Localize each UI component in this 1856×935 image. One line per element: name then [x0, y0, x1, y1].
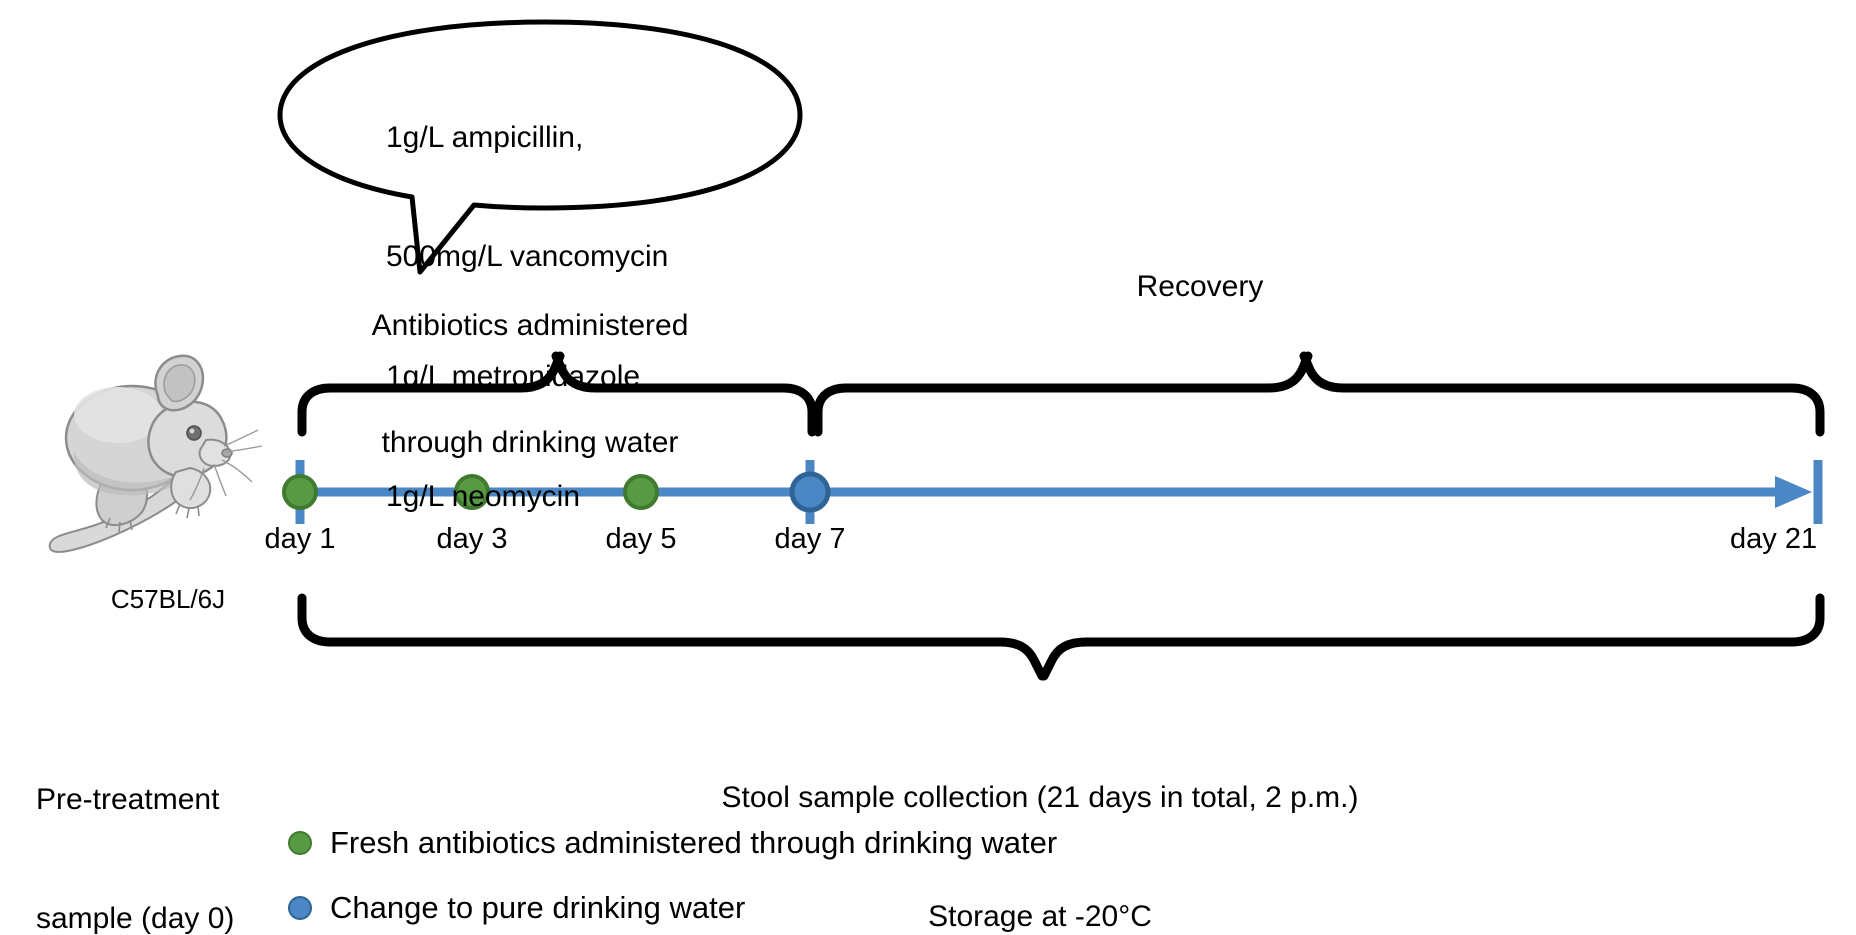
day-label-day-7: day 7	[774, 523, 846, 555]
mouse-illustration-icon	[48, 354, 263, 553]
stool-collection-brace	[297, 593, 1825, 681]
antibiotics-phase-label-line1: Antibiotics administered	[371, 309, 689, 342]
marker-day-7-blue	[789, 471, 831, 513]
dose-line-vancomycin: 500mg/L vancomycin	[386, 240, 669, 274]
legend-blue-label: Change to pure drinking water	[330, 890, 746, 925]
pre-treatment-sample-label: Pre-treatment sample (day 0)	[36, 700, 234, 935]
day-label-day-5: day 5	[605, 523, 677, 555]
timeline-axis	[295, 460, 1823, 524]
marker-day-5-green	[623, 474, 659, 510]
dose-line-neomycin: 1g/L neomycin	[386, 479, 581, 513]
antibiotics-phase-label-line2: through drinking water	[381, 426, 679, 459]
marker-day-3-green	[454, 474, 490, 510]
mouse-strain-label: C57BL/6J	[110, 584, 226, 614]
day-label-day-3: day 3	[436, 523, 508, 555]
legend-item-blue: Change to pure drinking water	[288, 890, 745, 926]
marker-day-1-green	[282, 474, 318, 510]
antibiotics-speech-bubble	[277, 19, 803, 275]
legend-green-label: Fresh antibiotics administered through d…	[330, 825, 1058, 860]
stool-collection-line2: Storage at -20°C	[928, 900, 1152, 934]
timeline-markers	[282, 471, 831, 513]
dose-line-ampicillin: 1g/L ampicillin,	[386, 120, 584, 154]
antibiotics-brace	[297, 351, 817, 437]
antibiotics-phase-label: Antibiotics administered through drinkin…	[370, 228, 690, 540]
legend-item-green: Fresh antibiotics administered through d…	[288, 825, 1057, 861]
bubble-outline	[277, 19, 803, 275]
pre-treatment-line1: Pre-treatment	[36, 782, 220, 816]
stool-collection-label: Stool sample collection (21 days in tota…	[540, 698, 1540, 935]
antibiotics-dose-list: 1g/L ampicillin, 500mg/L vancomycin 1g/L…	[386, 38, 668, 596]
dose-line-metronidazole: 1g/L metronidazole	[386, 360, 641, 394]
legend-green-dot-icon	[288, 831, 312, 855]
recovery-brace	[813, 351, 1825, 437]
day-label-day-1: day 1	[264, 523, 336, 555]
pre-treatment-line2: sample (day 0)	[36, 902, 235, 935]
stool-collection-line1: Stool sample collection (21 days in tota…	[721, 780, 1359, 814]
day-label-day-21: day 21	[1730, 523, 1818, 555]
legend-blue-dot-icon	[288, 896, 312, 920]
recovery-phase-label: Recovery	[1136, 270, 1264, 303]
timeline-arrowhead	[1775, 476, 1812, 508]
